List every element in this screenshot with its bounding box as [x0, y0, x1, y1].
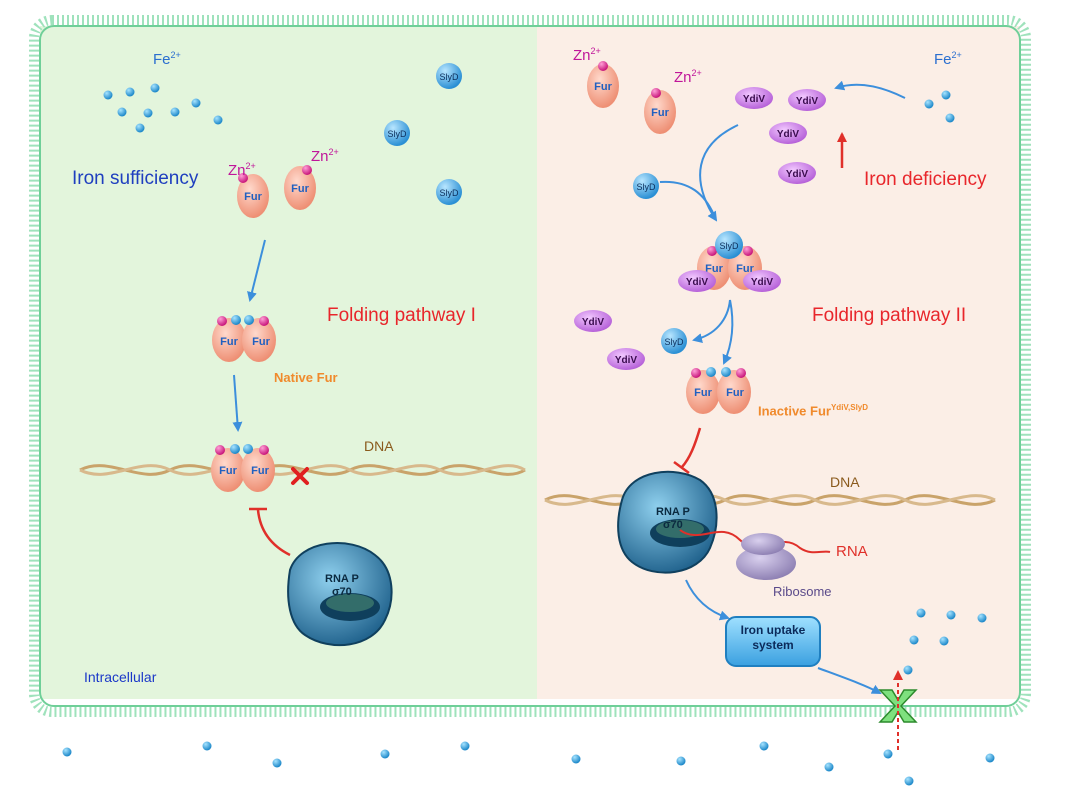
inhibition-right: [673, 427, 702, 475]
arrow-to-transporter: [817, 667, 882, 694]
arrow-ydiv-to-complex: [699, 124, 739, 222]
iron-ions-left: [103, 83, 223, 133]
arrow-iron-to-ydiv: [834, 80, 906, 99]
zn-label-left-2: Zn2+: [311, 147, 339, 165]
arrow-inactive: [722, 299, 734, 365]
ydiv-protein: YdiV: [574, 310, 612, 332]
condition-iron-sufficiency: Iron sufficiency: [72, 168, 199, 189]
blocked-transcription-mark: [291, 467, 309, 485]
fur-label: Fur: [726, 387, 744, 399]
intracellular-label: Intracellular: [84, 669, 157, 685]
fur-label: Fur: [244, 191, 262, 203]
fur-label: Fur: [651, 107, 669, 119]
iron-transporter: [878, 670, 918, 750]
dna-label-left: DNA: [364, 438, 394, 454]
zn-label-left-1: Zn2+: [228, 161, 256, 179]
cell-membrane: [29, 15, 1031, 717]
fur-dimer-on-dna: Fur Fur: [211, 444, 275, 492]
ydiv-protein: YdiV: [788, 89, 826, 111]
inactive-fur-label: Inactive FurYdiV,SlyD: [758, 403, 869, 419]
slyd-protein: SlyD: [661, 328, 687, 354]
fur-label: Fur: [736, 263, 754, 275]
fur-monomer: Fur: [644, 88, 676, 134]
iron-uptake-system-box: [725, 616, 821, 667]
fur-label: Fur: [220, 336, 238, 348]
ydiv-label: YdiV: [615, 355, 638, 366]
slyd-protein: SlyD: [436, 63, 462, 89]
fur-label: Fur: [252, 336, 270, 348]
fur-label: Fur: [705, 263, 723, 275]
arrow-folding-left: [247, 239, 266, 302]
fe-label-right: Fe2+: [934, 50, 962, 68]
pathway-label-left: Folding pathway I: [327, 305, 476, 326]
fe-label-left: Fe2+: [153, 50, 181, 68]
ydiv-label: YdiV: [796, 96, 819, 107]
iron-ions-right: [924, 90, 955, 123]
fur-label: Fur: [291, 183, 309, 195]
ydiv-protein: YdiV: [769, 122, 807, 144]
rna-label: RNA: [836, 543, 868, 560]
zn-label-right-1: Zn2+: [573, 46, 601, 64]
rna-polymerase-left: [287, 542, 393, 647]
ydiv-label: YdiV: [786, 169, 809, 180]
ribosome: [736, 533, 796, 580]
slyd-protein: SlyD: [384, 120, 410, 146]
slyd-label: SlyD: [439, 188, 459, 198]
ydiv-label: YdiV: [582, 317, 605, 328]
native-fur-dimer: Fur Fur: [212, 315, 276, 362]
arrow-slyd-to-complex: [659, 180, 715, 216]
ydiv-label: YdiV: [743, 94, 766, 105]
arrow-release: [692, 299, 731, 344]
fur-label: Fur: [594, 81, 612, 93]
ydiv-label: YdiV: [777, 129, 800, 140]
inhibition-left: [249, 507, 291, 557]
dna-label-right: DNA: [830, 474, 860, 490]
ydiv-protein: YdiV: [735, 87, 773, 109]
rna-polymerase-right: [617, 470, 718, 574]
slyd-label: SlyD: [636, 182, 656, 192]
ydiv-protein: YdiV: [607, 348, 645, 370]
condition-iron-deficiency: Iron deficiency: [864, 169, 987, 190]
inactive-fur-dimer: Fur Fur: [686, 367, 751, 414]
fur-ydiv-slyd-complex: SlyD Fur Fur YdiV YdiV: [678, 231, 781, 292]
fur-monomer: Fur: [237, 173, 269, 218]
slyd-protein: SlyD: [436, 179, 462, 205]
native-fur-label: Native Fur: [274, 370, 338, 385]
ydiv-label: YdiV: [751, 277, 774, 288]
slyd-protein: SlyD: [633, 173, 659, 199]
fur-monomer: Fur: [587, 61, 619, 108]
ribosome-label: Ribosome: [773, 584, 832, 599]
ydiv-label: YdiV: [686, 277, 709, 288]
ydiv-protein: YdiV: [778, 162, 816, 184]
membrane-inner-line: [39, 25, 1021, 707]
slyd-label: SlyD: [387, 129, 407, 139]
zn-label-right-2: Zn2+: [674, 68, 702, 86]
arrow-to-uptake: [685, 579, 730, 621]
slyd-label: SlyD: [664, 337, 684, 347]
arrow-binding-left: [232, 374, 243, 432]
pathway-label-right: Folding pathway II: [812, 305, 967, 326]
fur-label: Fur: [694, 387, 712, 399]
fur-label: Fur: [219, 465, 237, 477]
slyd-label: SlyD: [719, 241, 739, 251]
fur-monomer: Fur: [284, 165, 316, 210]
iron-ions-intracellular-right: [903, 608, 987, 675]
iron-ions-extracellular: [62, 741, 995, 786]
slyd-label: SlyD: [439, 72, 459, 82]
fur-label: Fur: [251, 465, 269, 477]
